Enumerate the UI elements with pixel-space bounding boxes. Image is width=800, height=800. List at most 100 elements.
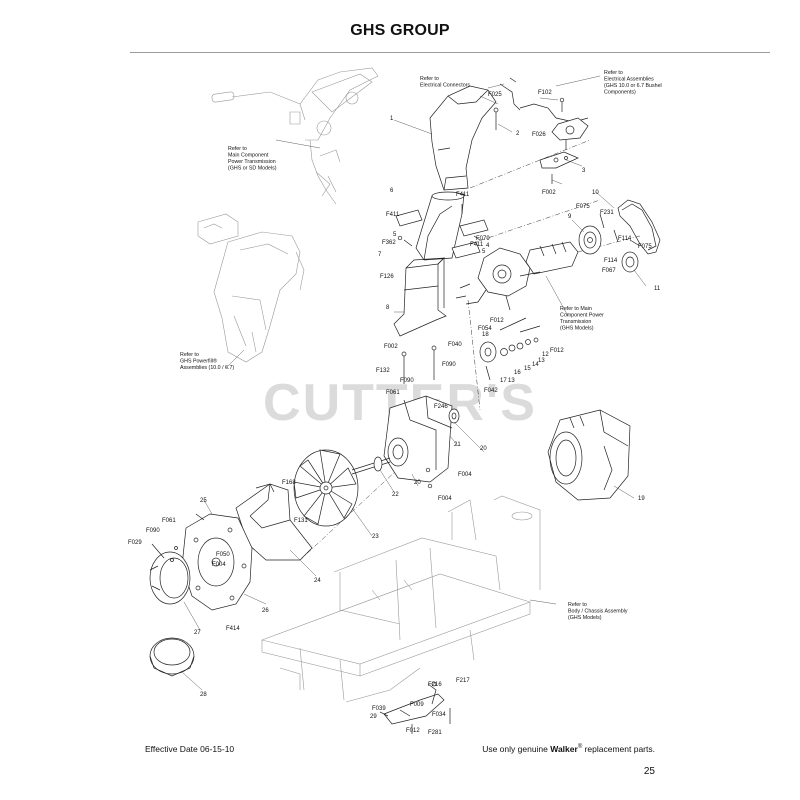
- brand-name: Walker: [550, 744, 578, 754]
- callout: F362: [382, 240, 396, 246]
- callout: F114: [618, 236, 632, 242]
- callout: F114: [604, 258, 618, 264]
- callout: 29: [370, 714, 377, 720]
- title-divider: [130, 52, 770, 53]
- callout: 15: [524, 366, 531, 372]
- callout: 19: [638, 496, 645, 502]
- callout: 4: [486, 243, 490, 249]
- ref-main-component-left: Refer to Main Component Power Transmissi…: [228, 146, 277, 172]
- part-callouts: 1 2 3 4 5 5 6 7 8 9 10 11 12 13 13 14 15…: [128, 90, 661, 736]
- callout: F039: [372, 706, 386, 712]
- part-chute-transition-6: [416, 192, 464, 260]
- callout: F004: [458, 472, 472, 478]
- callout: F004: [212, 562, 226, 568]
- part-electrical-assembly: [520, 98, 588, 140]
- ref-body-chassis: Refer to Body / Chassis Assembly (GHS Mo…: [568, 602, 629, 621]
- callout: F029: [128, 540, 142, 546]
- part-bottom-bracket: [380, 682, 450, 734]
- callout: 16: [514, 370, 521, 376]
- callout: 9: [568, 214, 572, 220]
- callout: 20: [480, 446, 487, 452]
- page-number: 25: [643, 766, 655, 777]
- callout: 14: [532, 362, 539, 368]
- callout: 3: [582, 168, 586, 174]
- ref-electrical-assemblies: Refer to Electrical Assemblies (GHS 10.0…: [604, 70, 663, 96]
- callout: F126: [380, 274, 394, 280]
- ref-ghs-powerfill: Refer to GHS Powerfill® Assemblies (10.0…: [180, 352, 234, 371]
- callout: F411: [470, 242, 484, 248]
- callout: F034: [432, 712, 446, 718]
- context-handlebar-assembly: [212, 68, 378, 204]
- part-bracket-3: [540, 140, 578, 184]
- callout: F004: [438, 496, 452, 502]
- callout: 6: [390, 188, 394, 194]
- callout: 13: [538, 358, 545, 364]
- part-ring-28: [150, 638, 194, 676]
- callout: F002: [542, 190, 556, 196]
- callout: 1: [390, 116, 394, 122]
- callout: F042: [484, 388, 498, 394]
- part-bolts-upper: [402, 346, 436, 384]
- callout: F090: [146, 528, 160, 534]
- callout: F079: [476, 236, 490, 242]
- callout: F075: [638, 244, 652, 250]
- callout: F002: [384, 344, 398, 350]
- part-blower-housing-21: [384, 396, 459, 482]
- callout: F075: [576, 204, 590, 210]
- callout: F026: [532, 132, 546, 138]
- callout: F131: [294, 518, 308, 524]
- part-inlet-ring-27: [150, 544, 190, 604]
- callout: F217: [456, 678, 470, 684]
- callout: F040: [448, 342, 462, 348]
- part-blower-housing-19: [548, 410, 630, 500]
- callout: F102: [538, 90, 552, 96]
- ref-main-component-right: Refer to Main Component Power Transmissi…: [560, 306, 605, 332]
- callout: 22: [392, 492, 399, 498]
- footer-note: Use only genuine Walker® replacement par…: [482, 744, 655, 754]
- callout: 24: [314, 578, 321, 584]
- callout: 23: [372, 534, 379, 540]
- callout: 7: [378, 252, 382, 258]
- callout: F012: [550, 348, 564, 354]
- callout: 28: [200, 692, 207, 698]
- leader-lines: [182, 76, 646, 690]
- callout: 8: [386, 305, 390, 311]
- callout: 10: [592, 190, 599, 196]
- part-gearbox-assembly: [456, 242, 578, 310]
- callout: 12: [542, 352, 549, 358]
- part-scroll-shell-24: [236, 484, 312, 560]
- callout: F168: [282, 480, 296, 486]
- effective-date: Effective Date 06-15-10: [145, 744, 235, 754]
- ref-electrical-connectors: Refer to Electrical Connectors: [420, 76, 470, 89]
- callout: F061: [162, 518, 176, 524]
- part-chute-1: [430, 86, 496, 190]
- part-pulley-belt-set: [579, 200, 660, 272]
- callout: 21: [454, 442, 461, 448]
- part-chute-spout-8: [394, 258, 446, 336]
- callout: 17: [500, 378, 507, 384]
- callout: 20: [414, 480, 421, 486]
- callout: 5: [393, 232, 397, 238]
- callout: F411: [456, 192, 470, 198]
- page-title: GHS GROUP: [350, 22, 450, 39]
- callout: F061: [386, 390, 400, 396]
- callout: F050: [216, 552, 230, 558]
- callout: F009: [410, 702, 424, 708]
- callout: F216: [428, 682, 442, 688]
- callout: F025: [488, 92, 502, 98]
- callout: F132: [376, 368, 390, 374]
- callout: 18: [482, 332, 489, 338]
- part-bracket-5-set: [396, 204, 488, 258]
- callout: F054: [478, 326, 492, 332]
- callout: F411: [386, 212, 400, 218]
- callout: F414: [226, 626, 240, 632]
- callout: 13: [508, 378, 515, 384]
- callout: 27: [194, 630, 201, 636]
- callout: F090: [400, 378, 414, 384]
- part-wire-connector: [494, 78, 520, 130]
- callout: 2: [516, 131, 520, 137]
- callout: 25: [200, 498, 207, 504]
- callout: 26: [262, 608, 269, 614]
